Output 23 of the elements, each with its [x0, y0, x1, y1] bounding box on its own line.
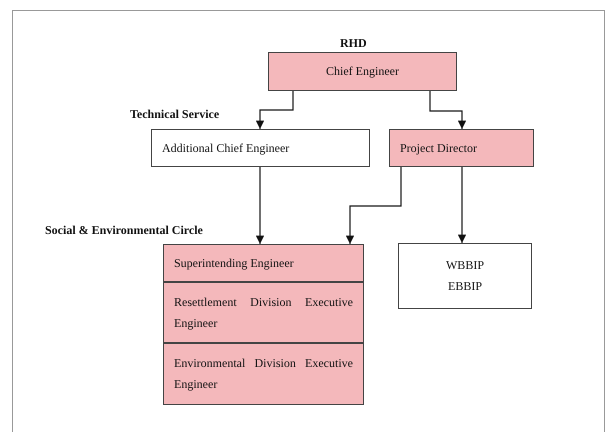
org-box [389, 129, 534, 167]
arrow [256, 167, 264, 244]
org-box [163, 343, 364, 405]
arrow [458, 167, 466, 243]
position-title: EBBIP [446, 278, 483, 295]
unit-label: Social & Environmental Circle [45, 223, 203, 237]
arrow [346, 167, 402, 244]
unit-label: RHD [340, 36, 367, 50]
position-title: Environmental Division Executive Engineer [174, 355, 353, 393]
org-box [268, 52, 457, 91]
arrow [256, 91, 294, 129]
org-box [151, 129, 370, 167]
position-title: Chief Engineer [325, 63, 400, 80]
org-box [163, 244, 364, 282]
position-title: Project Director [400, 140, 478, 156]
arrow [429, 91, 466, 129]
position-title: Resettlement Division Executive Engineer [174, 294, 353, 332]
unit-label: Technical Service [130, 107, 220, 121]
position-title: WBBIP [444, 257, 485, 274]
position-title: Additional Chief Engineer [162, 140, 290, 157]
position-title: Superintending Engineer [174, 254, 295, 272]
org-box [398, 243, 532, 309]
org-box [163, 282, 364, 343]
